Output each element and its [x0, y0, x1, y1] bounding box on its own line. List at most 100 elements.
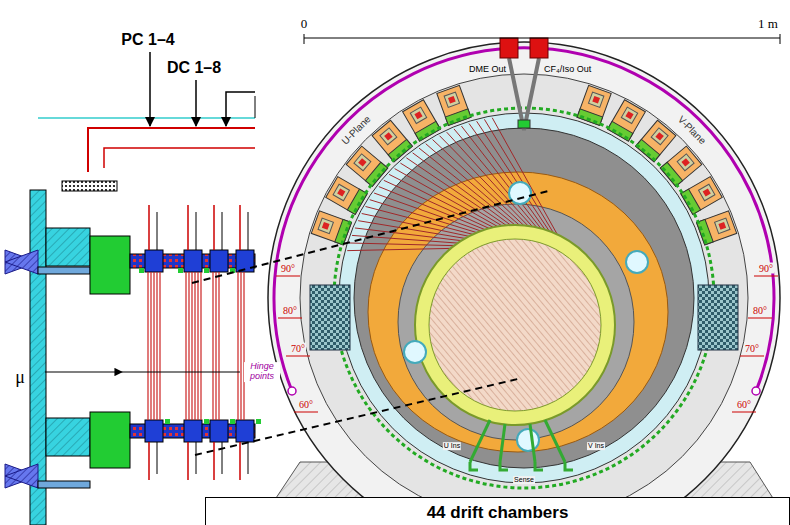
chamber-frame: [210, 420, 228, 442]
label-holder: 70°: [744, 343, 760, 354]
electronics-board: [326, 177, 367, 215]
label-holder: 0: [301, 17, 308, 31]
mount-ring: [300, 74, 748, 522]
spacer: [204, 268, 209, 273]
angle-tick: [294, 412, 318, 413]
electronics-board: [577, 85, 611, 125]
frame-post: [148, 442, 150, 480]
tie-rod: [38, 481, 90, 488]
frame-post: [222, 212, 223, 250]
board-led: [358, 158, 366, 166]
angle-tick: [740, 356, 764, 357]
board-chip: [444, 92, 459, 107]
electronics-board: [403, 100, 441, 141]
gas-tube: [509, 58, 539, 130]
label-holder: 70°: [290, 343, 306, 354]
wire-plane: [215, 272, 216, 420]
chamber-frame: [145, 250, 163, 272]
projection-line: [195, 378, 522, 455]
projection-line: [192, 190, 552, 283]
frame-post: [248, 442, 249, 474]
feedthrough-label: V Ins: [587, 442, 605, 450]
outer-frame: [268, 42, 780, 525]
end-plate: [90, 412, 130, 468]
tie-rod-hole: [626, 251, 648, 273]
spacer: [204, 419, 209, 424]
signal-wire: [447, 132, 533, 226]
wire-plane: [156, 272, 157, 420]
chamber-frame-plate: [368, 172, 668, 452]
chamber-frame: [184, 420, 202, 442]
chamber-frame: [184, 250, 202, 272]
label-holder: μ: [15, 368, 25, 388]
wire-plane: [159, 272, 160, 420]
signal-wire: [379, 187, 485, 230]
feedthrough-foot: [565, 462, 573, 470]
angle-tick: [748, 318, 772, 319]
frame-post: [248, 212, 249, 250]
angle-label: 90°: [758, 263, 774, 274]
pointer-arrow: [149, 52, 151, 126]
signal-wire: [370, 200, 477, 233]
electronics-board: [437, 85, 471, 125]
board-chip: [621, 107, 637, 123]
frame-post: [196, 442, 197, 474]
frame-post: [222, 442, 223, 474]
spacer: [165, 419, 170, 424]
board-led: [625, 111, 633, 119]
board-body: [608, 100, 646, 141]
label-holder: 80°: [282, 305, 298, 316]
cradle-flange: [46, 418, 90, 456]
hinge-point: [288, 387, 296, 395]
board-led: [448, 96, 456, 104]
scale-tick: [304, 34, 305, 44]
gas-box-line: [104, 148, 255, 168]
frame-post: [148, 205, 150, 250]
label-holder: 60°: [298, 399, 314, 410]
signal-wire: [347, 248, 450, 250]
feedthrough-foot: [470, 462, 478, 470]
signal-wire: [349, 243, 454, 246]
pointer-arrow: [195, 80, 197, 126]
board-led: [322, 222, 330, 230]
frame-post: [187, 205, 189, 250]
bolt-symbol: [5, 464, 38, 488]
board-body: [697, 211, 737, 245]
signal-wire: [484, 119, 553, 232]
board-led: [414, 111, 422, 119]
frame-post: [239, 205, 241, 250]
signal-wire: [433, 140, 524, 226]
board-chip: [354, 154, 371, 171]
electronics-board: [608, 100, 646, 141]
wire-plane: [237, 272, 238, 420]
caption-box: 44 drift chambers: [205, 497, 790, 525]
label-holder: DME Out: [469, 65, 506, 75]
signal-wire: [492, 118, 557, 235]
wire-plane: [218, 272, 219, 420]
beam-label: μ: [15, 368, 25, 388]
wire-plane: [188, 272, 189, 420]
wire-plane: [147, 272, 148, 420]
frame-post: [187, 442, 189, 480]
counterweight: [310, 285, 350, 350]
angle-tick: [278, 318, 302, 319]
spacer: [178, 268, 183, 273]
cradle-flange: [46, 228, 90, 266]
board-led: [592, 96, 600, 104]
beam-arrow: [45, 371, 122, 372]
frame-post: [157, 442, 158, 474]
frame-post: [157, 212, 158, 250]
chamber-frame: [145, 420, 163, 442]
electronics-board: [697, 211, 737, 245]
board-body: [326, 177, 367, 215]
label-holder: CF₄/Iso Out: [544, 65, 591, 75]
wire-plane: [200, 272, 201, 420]
board-chip: [699, 184, 715, 200]
angle-label: 60°: [298, 399, 314, 410]
active-area: [429, 239, 601, 411]
spacer: [256, 419, 261, 424]
feedthrough-leg: [545, 420, 565, 462]
gas-port: [500, 38, 518, 58]
